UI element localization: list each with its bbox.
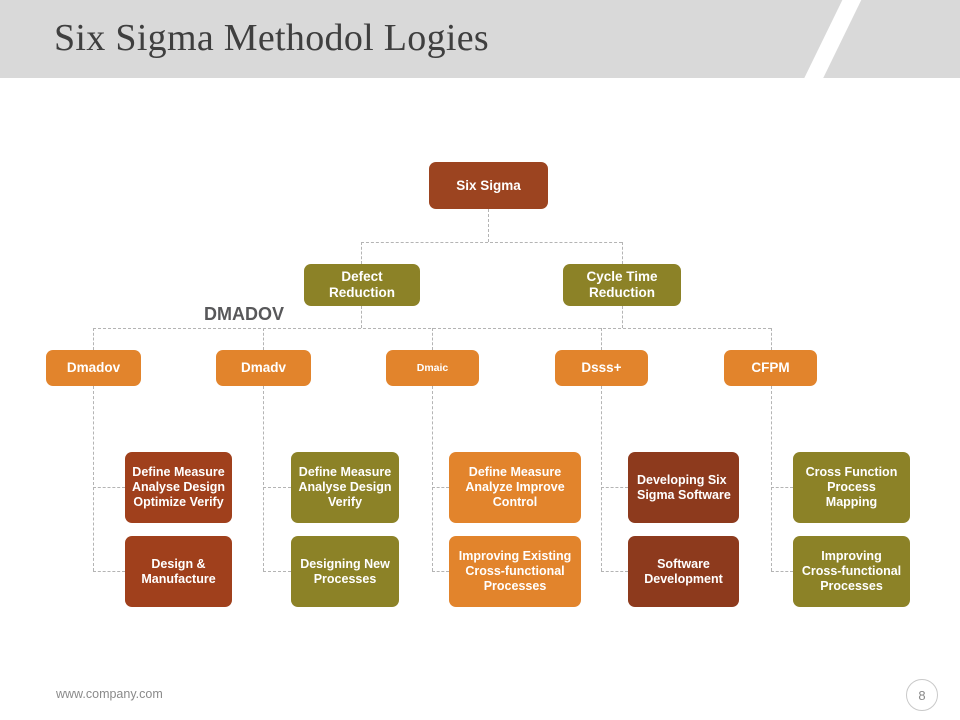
slide-footer: www.company.com 8 (0, 670, 960, 720)
connector-col4-stub-top (601, 487, 628, 488)
six-sigma-org-chart: Six Sigma Defect Reduction Cycle Time Re… (0, 78, 960, 670)
node-leaf-4-bottom-label: Software Development (644, 556, 723, 586)
node-leaf-4-top-label: Developing Six Sigma Software (637, 472, 731, 502)
page-number-badge: 8 (906, 679, 938, 711)
connector-level2-2-stem (622, 306, 623, 328)
node-leaf-5-top[interactable]: Cross Function Process Mapping (793, 452, 910, 523)
node-cycle-time-reduction-label: Cycle Time Reduction (586, 269, 658, 300)
node-defect-reduction-label: Defect Reduction (329, 269, 395, 300)
footer-website-url[interactable]: www.company.com (56, 687, 163, 701)
node-six-sigma[interactable]: Six Sigma (429, 162, 548, 209)
page-title: Six Sigma Methodol Logies (54, 17, 489, 59)
node-leaf-5-bottom[interactable]: Improving Cross-functional Processes (793, 536, 910, 607)
node-leaf-2-bottom-label: Designing New Processes (300, 556, 390, 586)
node-dmadv-label: Dmadv (240, 360, 286, 376)
node-cycle-time-reduction[interactable]: Cycle Time Reduction (563, 264, 681, 306)
connector-col3-spine (432, 386, 433, 571)
node-leaf-2-top[interactable]: Define Measure Analyse Design Verify (291, 452, 399, 523)
node-defect-reduction[interactable]: Defect Reduction (304, 264, 420, 306)
connector-col2-stub-top (263, 487, 291, 488)
node-leaf-2-bottom[interactable]: Designing New Processes (291, 536, 399, 607)
connector-col5-spine (771, 386, 772, 571)
connector-level3-drop-1 (93, 328, 94, 350)
connector-col3-stub-bottom (432, 571, 449, 572)
connector-col4-spine (601, 386, 602, 571)
slide-header: Six Sigma Methodol Logies (0, 0, 960, 78)
connector-col5-stub-bottom (771, 571, 793, 572)
node-dmadv[interactable]: Dmadv (216, 350, 311, 386)
connector-col1-spine (93, 386, 94, 571)
node-dmaic[interactable]: Dmaic (386, 350, 479, 386)
node-leaf-5-top-label: Cross Function Process Mapping (805, 465, 898, 509)
connector-col1-stub-top (93, 487, 125, 488)
connector-col2-stub-bottom (263, 571, 291, 572)
node-cfpm[interactable]: CFPM (724, 350, 817, 386)
connector-level2-bus (361, 242, 622, 243)
node-leaf-2-top-label: Define Measure Analyse Design Verify (298, 465, 392, 509)
section-label-dmadov: DMADOV (204, 304, 284, 324)
connector-root-stem (488, 209, 489, 242)
connector-level3-drop-2 (263, 328, 264, 350)
node-leaf-1-bottom-label: Design & Manufacture (141, 556, 216, 586)
node-leaf-3-top[interactable]: Define Measure Analyze Improve Control (449, 452, 581, 523)
node-dsss-plus[interactable]: Dsss+ (555, 350, 648, 386)
connector-col2-spine (263, 386, 264, 571)
connector-level3-drop-4 (601, 328, 602, 350)
connector-col4-stub-bottom (601, 571, 628, 572)
connector-level3-drop-3 (432, 328, 433, 350)
connector-level3-drop-5 (771, 328, 772, 350)
node-dsss-plus-label: Dsss+ (581, 360, 622, 376)
node-leaf-1-top[interactable]: Define Measure Analyse Design Optimize V… (125, 452, 232, 523)
connector-col3-stub-top (432, 487, 449, 488)
connector-level2-1-stem (361, 306, 362, 328)
node-leaf-1-bottom[interactable]: Design & Manufacture (125, 536, 232, 607)
node-cfpm-label: CFPM (751, 360, 790, 376)
node-leaf-5-bottom-label: Improving Cross-functional Processes (801, 549, 902, 593)
connector-col5-stub-top (771, 487, 793, 488)
node-leaf-3-top-label: Define Measure Analyze Improve Control (465, 465, 565, 509)
node-leaf-3-bottom[interactable]: Improving Existing Cross-functional Proc… (449, 536, 581, 607)
connector-level2-drop-1 (361, 242, 362, 264)
node-leaf-4-bottom[interactable]: Software Development (628, 536, 739, 607)
node-dmadov[interactable]: Dmadov (46, 350, 141, 386)
node-leaf-1-top-label: Define Measure Analyse Design Optimize V… (131, 465, 226, 509)
node-leaf-3-bottom-label: Improving Existing Cross-functional Proc… (458, 549, 572, 593)
node-leaf-4-top[interactable]: Developing Six Sigma Software (628, 452, 739, 523)
connector-level2-drop-2 (622, 242, 623, 264)
connector-col1-stub-bottom (93, 571, 125, 572)
node-dmadov-label: Dmadov (66, 360, 121, 376)
node-six-sigma-label: Six Sigma (456, 177, 521, 193)
decorative-diagonal-stripe (791, 0, 873, 78)
node-dmaic-label: Dmaic (416, 361, 449, 374)
